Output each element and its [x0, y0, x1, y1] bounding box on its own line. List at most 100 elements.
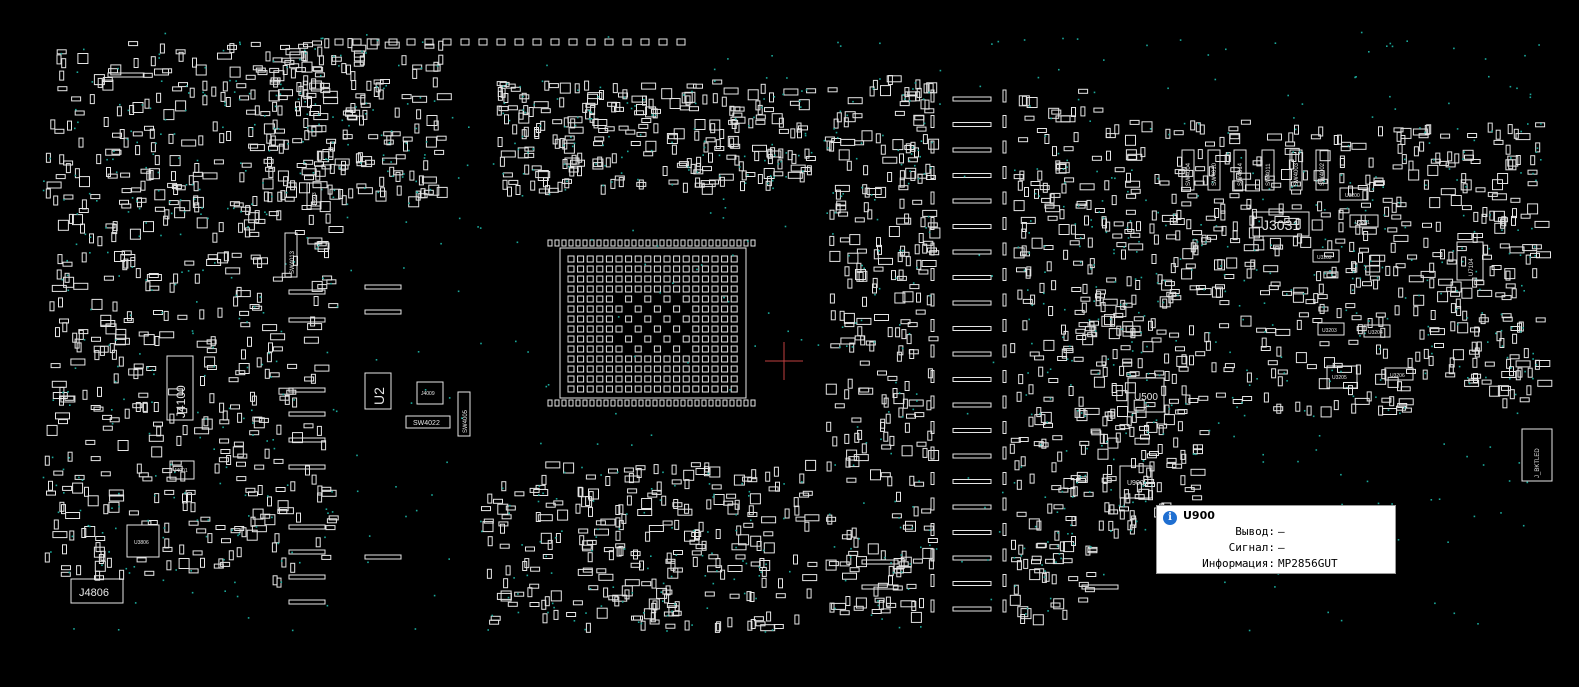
ic-u3204[interactable]	[1363, 324, 1391, 338]
switch-sw4005[interactable]	[457, 391, 471, 437]
via-dot	[682, 94, 685, 96]
via-dot	[1529, 96, 1532, 99]
connector-j4806[interactable]	[70, 578, 124, 604]
component-outline	[1168, 293, 1174, 304]
via-dot	[1144, 500, 1147, 503]
component-outline	[313, 296, 319, 306]
via-dot	[158, 57, 160, 59]
component-outline	[277, 95, 288, 101]
via-dot	[620, 172, 623, 174]
switch-sw4003[interactable]	[1289, 149, 1303, 191]
via-dot	[1057, 532, 1059, 534]
via-dot	[1147, 404, 1150, 407]
component-outline	[643, 151, 654, 157]
ic-u3206[interactable]	[1384, 367, 1414, 381]
ic-u2[interactable]	[364, 372, 392, 410]
connector-j4009[interactable]	[416, 381, 444, 405]
via-dot	[1371, 116, 1374, 118]
component-outline	[1064, 177, 1075, 183]
switch-sw4014[interactable]	[1233, 149, 1247, 191]
component-outline	[1391, 202, 1397, 213]
connector-j4603[interactable]	[306, 182, 322, 210]
via-dot	[716, 570, 718, 572]
component-outline	[1275, 328, 1291, 336]
component-outline	[887, 172, 893, 182]
switch-sw4013[interactable]	[284, 232, 298, 278]
component-outline	[59, 154, 65, 165]
via-dot	[234, 581, 236, 584]
component-outline	[1159, 180, 1170, 186]
via-dot	[311, 129, 314, 132]
bga-pad	[577, 345, 585, 353]
switch-sw4011[interactable]	[1261, 149, 1275, 191]
ic-u3205[interactable]	[1326, 365, 1358, 389]
via-dot	[1364, 332, 1366, 335]
component-outline	[1505, 159, 1517, 171]
via-dot	[1123, 246, 1125, 248]
component-outline	[1535, 360, 1551, 367]
component-outline	[826, 516, 837, 522]
switch-sw4002[interactable]	[1315, 149, 1329, 191]
via-dot	[134, 602, 137, 604]
component-outline	[360, 94, 366, 105]
bga-cap	[610, 399, 616, 407]
component-outline	[260, 111, 271, 117]
switch-sw4010[interactable]	[1207, 149, 1221, 191]
component-outline	[898, 185, 909, 191]
component-outline	[1298, 312, 1309, 318]
component-outline	[248, 143, 259, 149]
bga-pad	[625, 315, 633, 323]
component-outline	[1108, 520, 1114, 531]
via-dot	[377, 191, 380, 194]
strip	[1002, 319, 1007, 332]
bga-pad	[653, 305, 661, 313]
component-outline	[1338, 209, 1344, 220]
bga-package[interactable]	[547, 239, 756, 407]
ic-u900[interactable]	[1119, 465, 1153, 499]
connector-j4100[interactable]	[166, 355, 194, 421]
component-outline	[1084, 407, 1100, 415]
via-dot	[304, 101, 306, 103]
via-dot	[527, 151, 529, 154]
bga-pad	[682, 275, 690, 283]
component-outline	[789, 100, 800, 106]
ic-u3202[interactable]	[1312, 249, 1340, 263]
via-dot	[238, 98, 241, 101]
component-outline	[1157, 423, 1168, 429]
switch-sw4022[interactable]	[405, 415, 451, 429]
ic-u7104[interactable]	[1456, 241, 1484, 281]
connector-j3031[interactable]	[1252, 211, 1310, 237]
bar	[952, 275, 992, 280]
via-dot	[1197, 195, 1199, 197]
component-outline	[218, 222, 224, 233]
ic-u3201[interactable]	[1349, 214, 1379, 228]
via-dot	[1262, 198, 1264, 201]
ic-u500[interactable]	[1127, 377, 1165, 413]
bga-pad	[634, 255, 642, 263]
component-outline	[268, 342, 273, 353]
ic-u3200[interactable]	[1339, 187, 1369, 201]
via-dot	[801, 90, 803, 92]
via-dot	[984, 506, 986, 509]
ic-u3806[interactable]	[126, 524, 160, 558]
via-dot	[540, 442, 542, 445]
component-outline	[723, 87, 739, 95]
connector-j4001[interactable]	[169, 460, 195, 480]
via-dot	[804, 134, 807, 137]
component-outline	[1051, 109, 1062, 115]
via-dot	[1331, 369, 1333, 372]
via-dot	[1217, 422, 1220, 424]
component-outline	[1337, 134, 1342, 145]
bga-pad	[730, 255, 738, 263]
via-dot	[1302, 293, 1305, 295]
component-outline	[914, 244, 920, 255]
ic-u3203[interactable]	[1317, 322, 1345, 336]
via-dot	[1142, 485, 1145, 487]
connector-j-bktled[interactable]	[1521, 428, 1553, 482]
switch-sw4004[interactable]	[1181, 149, 1195, 191]
component-outline	[1422, 222, 1432, 228]
component-outline	[1319, 150, 1331, 162]
component-outline	[1116, 242, 1127, 248]
via-dot	[1058, 68, 1060, 71]
